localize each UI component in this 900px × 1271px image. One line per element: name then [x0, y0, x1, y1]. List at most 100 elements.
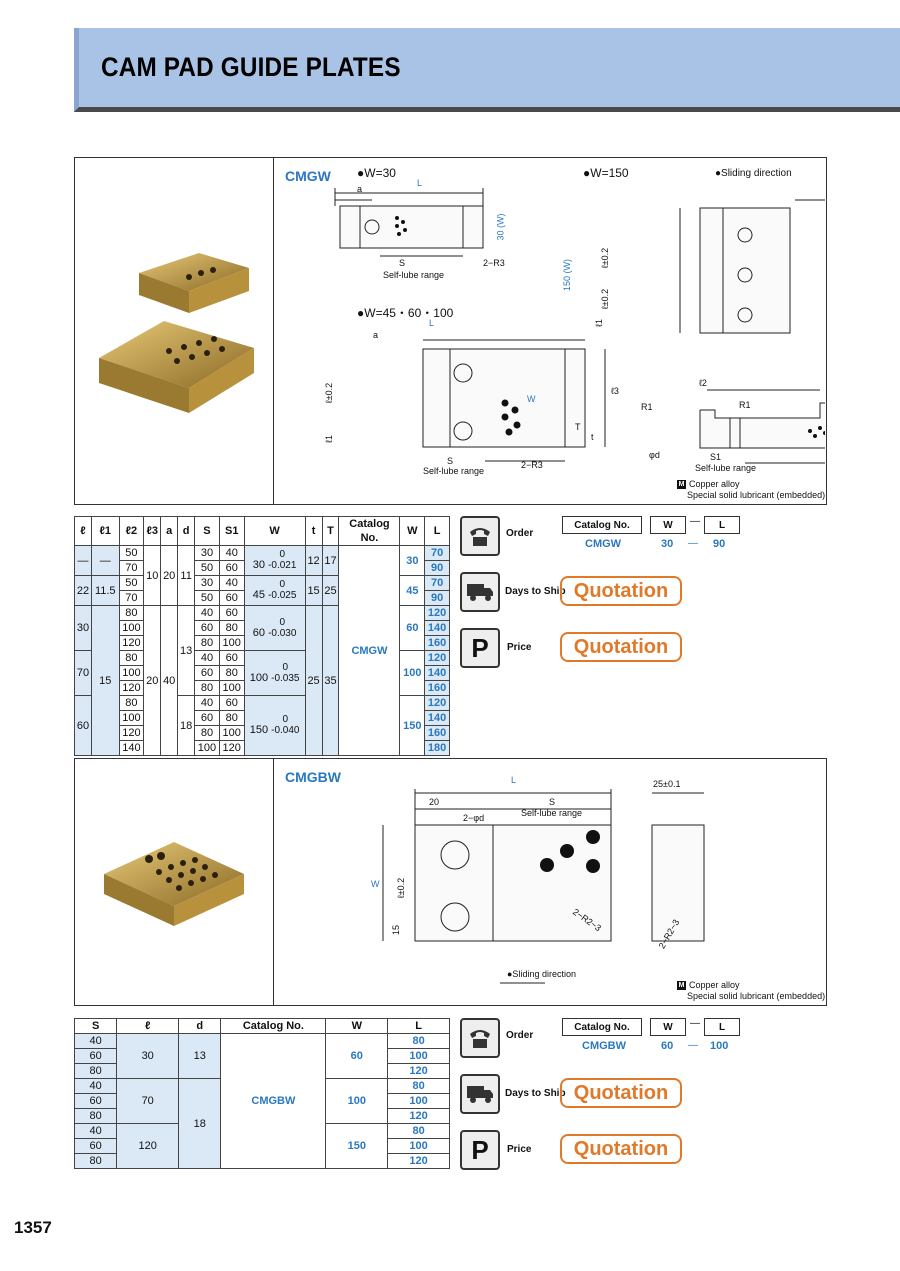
- order2-example-dash: —: [688, 1040, 698, 1051]
- truck-icon-2: [460, 1074, 500, 1114]
- cell-l3: 10: [143, 545, 162, 606]
- cell-s1: 100: [218, 725, 245, 741]
- cell-l2: 80: [118, 605, 145, 621]
- cell-s: 100: [194, 740, 220, 756]
- order-phone-icon-2: [460, 1018, 500, 1058]
- th2-l: ℓ: [116, 1018, 180, 1034]
- cell-L: 70: [424, 545, 450, 561]
- th-l3: ℓ3: [143, 516, 162, 546]
- cell-s1: 60: [218, 590, 245, 606]
- th-T: T: [321, 516, 340, 546]
- cell-l2: 70: [118, 560, 145, 576]
- cell-s: 60: [194, 665, 220, 681]
- cell-L: 120: [424, 695, 450, 711]
- order-l-header: L: [704, 516, 740, 534]
- dim2-selflube: Self-lube range: [521, 808, 583, 818]
- cell-T: 35: [321, 605, 340, 756]
- cell-L: 90: [424, 590, 450, 606]
- dim-l1-2: ℓ1: [593, 319, 604, 327]
- order2-example-catalog: CMGBW: [582, 1040, 626, 1052]
- price-p-icon: P: [460, 628, 500, 668]
- cell2-l: 120: [116, 1123, 180, 1169]
- cell-w: 100 0 -0.035: [243, 650, 306, 696]
- selflube-2: Self-lube range: [423, 466, 485, 476]
- cell-s1: 60: [218, 650, 245, 666]
- cell2-L: 120: [387, 1063, 450, 1079]
- cell-catalog-cmgw: CMGW: [338, 545, 401, 756]
- cell-l3: 20: [143, 605, 162, 756]
- cell-s: 80: [194, 680, 220, 696]
- order-catalog-header: Catalog No.: [562, 516, 642, 534]
- material-lubricant-1: Special solid lubricant (embedded): [687, 490, 826, 500]
- dim-l2: ℓ2: [699, 378, 707, 388]
- cell-L: 70: [424, 575, 450, 591]
- order-example-l: 90: [713, 538, 726, 550]
- cell2-l: 30: [116, 1033, 180, 1079]
- cell-s: 80: [194, 635, 220, 651]
- cell-t: 12: [304, 545, 323, 576]
- dim-r1-a: R1: [641, 402, 653, 412]
- panel-divider: [273, 158, 274, 504]
- cell-W2: 150: [399, 695, 426, 756]
- panel-divider-2: [273, 759, 274, 1005]
- cell-l2: 50: [118, 575, 145, 591]
- material-m-badge-1: M: [677, 480, 686, 489]
- cell-l2: 50: [118, 545, 145, 561]
- order-label-2: Order: [506, 1030, 534, 1041]
- dim-t: t: [591, 432, 594, 442]
- th-l: ℓ: [74, 516, 92, 546]
- cell-L: 180: [424, 740, 450, 756]
- cell2-s: 60: [73, 1093, 118, 1109]
- th-s: S: [194, 516, 220, 546]
- cmgbw-product-panel: CMGBW L 20 S Self-lube range 2−φd W ℓ±0.…: [74, 758, 827, 1006]
- cell2-s: 40: [73, 1033, 118, 1049]
- label-w30: ●W=30: [357, 166, 396, 180]
- cmgw-product-photo: [99, 253, 254, 413]
- cell-w: 150 0 -0.040: [243, 695, 306, 756]
- cell2-w: 150: [325, 1123, 389, 1169]
- th2-w: W: [325, 1018, 389, 1034]
- cell-l2: 80: [118, 695, 145, 711]
- th-a: a: [160, 516, 179, 546]
- selflube-3: Self-lube range: [695, 463, 757, 473]
- material-lubricant-2: Special solid lubricant (embedded): [687, 991, 826, 1001]
- cell-l2: 100: [118, 665, 145, 681]
- price-label: Price: [507, 642, 532, 653]
- cell-l1: 15: [90, 605, 120, 756]
- cell2-s: 80: [73, 1063, 118, 1079]
- cell-s: 40: [194, 695, 220, 711]
- cell2-L: 120: [387, 1108, 450, 1124]
- cell-T: 25: [321, 575, 340, 606]
- th2-catalog: Catalog No.: [220, 1018, 327, 1034]
- price-p-icon-2: P: [460, 1130, 500, 1170]
- material-copper-1: Copper alloy: [689, 479, 740, 489]
- th-l1: ℓ1: [90, 516, 120, 546]
- dim2-S: S: [549, 797, 556, 807]
- cell-s: 80: [194, 725, 220, 741]
- th-l2: ℓ2: [118, 516, 145, 546]
- cell-W2: 30: [399, 545, 426, 576]
- dim-l02-3: ℓ±0.2: [600, 288, 611, 310]
- dim-L-1: L: [417, 178, 423, 188]
- days-to-ship-label: Days to Ship: [505, 586, 566, 597]
- page-header: CAM PAD GUIDE PLATES: [74, 28, 900, 112]
- dim-l02-1: ℓ±0.2: [324, 382, 335, 404]
- price-label-2: Price: [507, 1144, 532, 1155]
- cell-a: 20: [160, 545, 179, 606]
- dim2-15: 15: [391, 924, 402, 936]
- cell-w-tol: 0 -0.025: [268, 579, 297, 601]
- cell2-L: 100: [387, 1048, 450, 1064]
- cell-L: 90: [424, 560, 450, 576]
- cmgbw-product-photo: [104, 842, 244, 926]
- price-quotation: Quotation: [560, 632, 682, 662]
- selflube-1: Self-lube range: [383, 270, 445, 280]
- cell-l: 60: [74, 695, 92, 756]
- cell-L: 120: [424, 650, 450, 666]
- cell-l1: —: [90, 545, 120, 576]
- cell2-L: 100: [387, 1138, 450, 1154]
- label-w150: ●W=150: [583, 166, 629, 180]
- cell-L: 120: [424, 605, 450, 621]
- cmgbw-spec-table: S ℓ d Catalog No. W L 40 30 13 CMGBW 60 …: [73, 1018, 450, 1169]
- cell-W2: 100: [399, 650, 426, 696]
- cell2-s: 60: [73, 1138, 118, 1154]
